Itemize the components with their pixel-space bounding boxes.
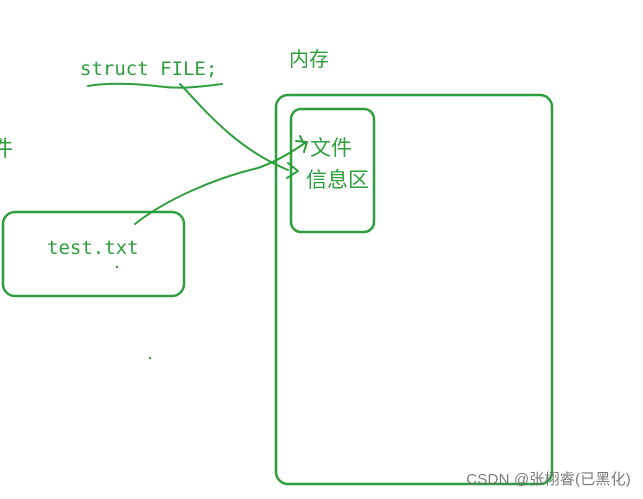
memory-label: 内存 (289, 47, 329, 71)
partial-left-label: 件 (0, 137, 13, 162)
file-info-area-line1: 文件 (310, 136, 352, 160)
stray-dot (115, 265, 119, 269)
stray-dot (148, 356, 152, 360)
file-info-area-box (289, 107, 376, 234)
memory-block (274, 93, 554, 486)
file-box (1, 210, 186, 298)
csdn-watermark: CSDN @张栩睿(已黑化) (466, 471, 631, 488)
file-info-area-line2: 信息区 (306, 168, 369, 192)
file-box-label: test.txt (47, 237, 139, 259)
arrow-file-to-info (134, 142, 306, 225)
struct-file-label: struct FILE; (80, 58, 217, 80)
arrow-file-to-info-head (295, 140, 308, 153)
arrow-struct-to-info-head (286, 162, 299, 179)
arrow-struct-to-info (179, 83, 289, 171)
info-area-tick-mark (299, 135, 304, 143)
struct-file-underline (87, 82, 223, 89)
